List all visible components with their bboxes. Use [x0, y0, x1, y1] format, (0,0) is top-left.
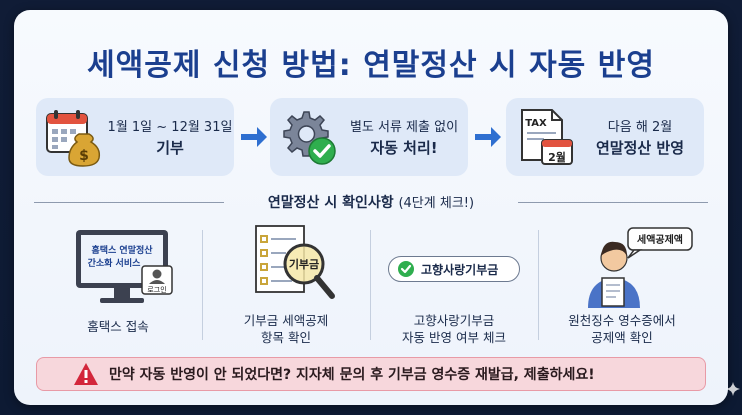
checklist-subtitle: (4단계 체크!) [398, 196, 475, 211]
warning-banner: 만약 자동 반영이 안 되었다면? 지자체 문의 후 기부금 영수증 재발급, … [36, 357, 706, 391]
gear-check-icon [283, 111, 336, 165]
warning-icon [74, 363, 98, 385]
speech-bubble-label: 세액공제액 [637, 233, 683, 246]
heading-rule-left [34, 202, 224, 203]
step-3-detail: 다음 해 2월 [607, 120, 673, 135]
month-label: 2월 [548, 150, 566, 164]
monitor-icon: 홈택스 연말정산 간소화 서비스 로그인 [76, 230, 173, 303]
warning-text: 만약 자동 반영이 안 되었다면? 지자체 문의 후 기부금 영수증 재발급, … [109, 367, 595, 383]
divider [370, 230, 371, 340]
hometax-screen-line1: 홈택스 연말정산 [91, 244, 153, 256]
checklist-item-deduction: 기부금 기부금 세액공제 항목 확인 [202, 220, 370, 350]
login-label: 로그인 [147, 285, 166, 294]
checklist-item-hometown: 고향사랑기부금 고향사랑기부금 자동 반영 여부 체크 [370, 220, 538, 350]
checklist-item-receipt: 세액공제액 원천징수 영수증에서 공제액 확인 [538, 220, 706, 350]
pill-label: 고향사랑기부금 [421, 262, 499, 277]
process-steps: $ 1월 1일 ~ 12월 31일 기부 별도 서류 제출 없이 자동 처리! [36, 98, 708, 176]
tax-label: TAX [525, 118, 547, 129]
infographic-card: 세액공제 신청 방법: 연말정산 시 자동 반영 $ 1월 1일 ~ 12월 3… [14, 10, 740, 405]
arrow-right-icon [241, 127, 267, 147]
item-2-caption-1: 기부금 세액공제 [243, 313, 329, 328]
calendar-money-icon: $ [46, 110, 101, 167]
checklist-items: 홈택스 연말정산 간소화 서비스 로그인 홈택스 접속 기부금 기부금 세액공제 [34, 220, 708, 350]
step-donation: $ 1월 1일 ~ 12월 31일 기부 [36, 98, 234, 176]
step-year-end: TAX 2월 다음 해 2월 연말정산 반영 [506, 98, 704, 176]
checklist-heading: 연말정산 시 확인사항 (4단계 체크!) [34, 192, 708, 212]
heading-rule-right [518, 202, 708, 203]
hometax-screen-line2: 간소화 서비스 [88, 257, 142, 269]
item-1-caption: 홈택스 접속 [87, 319, 149, 334]
item-4-caption-1: 원천징수 영수증에서 [568, 313, 676, 328]
magnifier-document-icon: 기부금 [255, 225, 335, 299]
item-4-caption-2: 공제액 확인 [591, 330, 653, 345]
item-3-caption-1: 고향사랑기부금 [413, 313, 495, 328]
step-3-title: 연말정산 반영 [595, 139, 685, 157]
step-1-title: 기부 [156, 139, 184, 157]
step-auto-process: 별도 서류 제출 없이 자동 처리! [270, 98, 468, 176]
step-1-detail: 1월 1일 ~ 12월 31일 [107, 120, 233, 135]
person-receipt-icon: 세액공제액 [588, 227, 693, 308]
page-title: 세액공제 신청 방법: 연말정산 시 자동 반영 [87, 48, 655, 83]
checklist-title: 연말정산 시 확인사항 [267, 195, 394, 211]
hometown-pill: 고향사랑기부금 [388, 256, 520, 282]
arrow-right-icon [475, 127, 501, 147]
check-circle-icon [398, 261, 414, 277]
step-2-detail: 별도 서류 제출 없이 [349, 120, 459, 135]
divider [202, 230, 203, 340]
dollar-sign: $ [79, 148, 89, 164]
item-3-caption-2: 자동 반영 여부 체크 [402, 330, 506, 345]
step-2-title: 자동 처리! [370, 139, 438, 157]
divider [538, 230, 539, 340]
tax-document-icon: TAX 2월 [521, 109, 573, 165]
checklist-item-hometax: 홈택스 연말정산 간소화 서비스 로그인 홈택스 접속 [34, 220, 202, 350]
magnifier-label: 기부금 [289, 257, 319, 271]
sparkle-icon [726, 382, 740, 396]
item-2-caption-2: 항목 확인 [261, 330, 311, 345]
